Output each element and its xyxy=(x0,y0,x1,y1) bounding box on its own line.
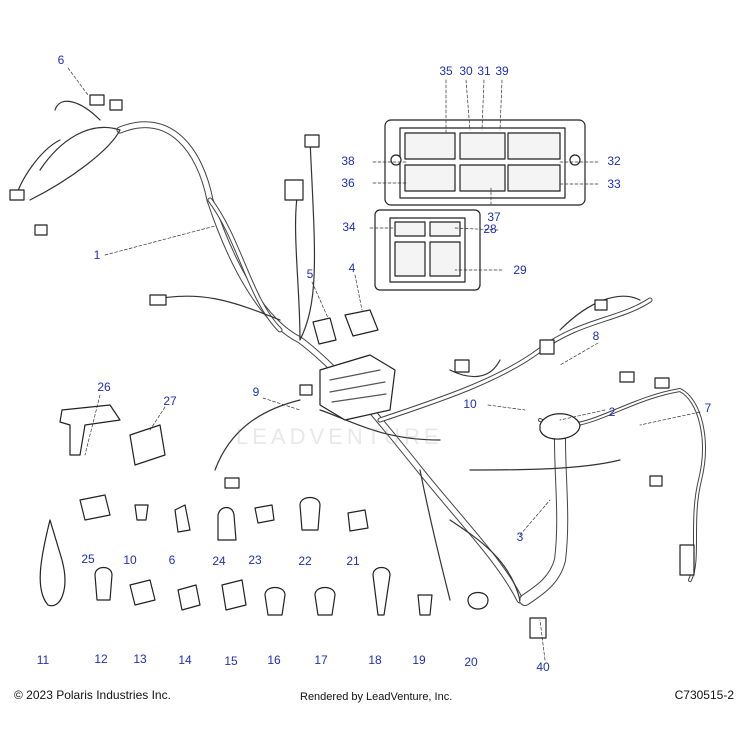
callout-33: 33 xyxy=(607,177,621,191)
part-25 xyxy=(79,494,111,521)
part-22-clamp xyxy=(299,496,321,531)
callout-20: 20 xyxy=(464,655,478,669)
callout-26: 26 xyxy=(97,380,111,394)
callout-18: 18 xyxy=(368,653,382,667)
callout-30: 30 xyxy=(459,64,473,78)
part-11-tie xyxy=(39,519,66,607)
rendered-by-text: Rendered by LeadVenture, Inc. xyxy=(300,691,453,703)
part-19-push xyxy=(417,594,433,616)
part-24-boot xyxy=(217,506,237,541)
callout-5: 5 xyxy=(306,267,314,281)
part-27-clip xyxy=(129,424,166,466)
callout-38: 38 xyxy=(341,154,355,168)
callout-13: 13 xyxy=(133,652,147,666)
part-13-clip xyxy=(129,579,156,606)
callout-35: 35 xyxy=(439,64,453,78)
callout-29: 29 xyxy=(513,263,527,277)
watermark: LEADVENTURE xyxy=(236,424,443,449)
callout-14: 14 xyxy=(178,653,192,667)
callout-10b: 10 xyxy=(123,553,137,567)
part-20-grommet xyxy=(467,591,489,610)
part-10-rivet xyxy=(134,504,149,521)
callout-15: 15 xyxy=(224,654,238,668)
callout-37: 37 xyxy=(487,210,501,224)
callout-10a: 10 xyxy=(463,397,477,411)
callout-25: 25 xyxy=(81,552,95,566)
callout-19: 19 xyxy=(412,653,426,667)
part-18-tie xyxy=(372,566,391,616)
callout-2: 2 xyxy=(608,405,616,419)
callout-11: 11 xyxy=(36,653,50,667)
relay-5 xyxy=(312,317,337,345)
callout-40: 40 xyxy=(536,660,550,674)
callout-9: 9 xyxy=(252,385,260,399)
callout-16: 16 xyxy=(267,653,281,667)
callout-28: 28 xyxy=(483,222,497,236)
part-17-clamp xyxy=(314,586,336,616)
part-14-clip xyxy=(177,584,201,611)
part-6-cap xyxy=(174,504,191,533)
relay-4 xyxy=(344,309,379,337)
grommet-2 xyxy=(539,413,581,440)
callout-24: 24 xyxy=(212,554,226,568)
callout-23: 23 xyxy=(248,553,262,567)
copyright-text: © 2023 Polaris Industries Inc. xyxy=(14,688,171,702)
callout-8: 8 xyxy=(592,329,600,343)
callout-12: 12 xyxy=(94,652,108,666)
callout-6b: 6 xyxy=(168,553,176,567)
part-15-clip xyxy=(221,579,247,611)
part-23-clip xyxy=(254,504,275,524)
callout-32: 32 xyxy=(607,154,621,168)
callout-34: 34 xyxy=(342,220,356,234)
callout-17: 17 xyxy=(314,653,328,667)
callout-7: 7 xyxy=(704,401,712,415)
callout-22: 22 xyxy=(298,554,312,568)
fuse-box-main xyxy=(384,119,586,206)
fuse-box-secondary xyxy=(374,209,481,291)
callout-27: 27 xyxy=(163,394,177,408)
callout-36: 36 xyxy=(341,176,355,190)
part-26-bracket xyxy=(59,404,121,456)
callout-21: 21 xyxy=(346,554,360,568)
callout-3: 3 xyxy=(516,530,524,544)
diagram-id: C730515-2 xyxy=(674,688,734,702)
callout-6a: 6 xyxy=(57,53,65,67)
part-21-clip xyxy=(347,509,369,532)
callout-4: 4 xyxy=(348,261,356,275)
part-16-clamp xyxy=(264,586,286,616)
callout-39: 39 xyxy=(495,64,509,78)
callout-31: 31 xyxy=(477,64,491,78)
callout-1: 1 xyxy=(93,248,101,262)
part-12-clamp xyxy=(94,566,113,601)
